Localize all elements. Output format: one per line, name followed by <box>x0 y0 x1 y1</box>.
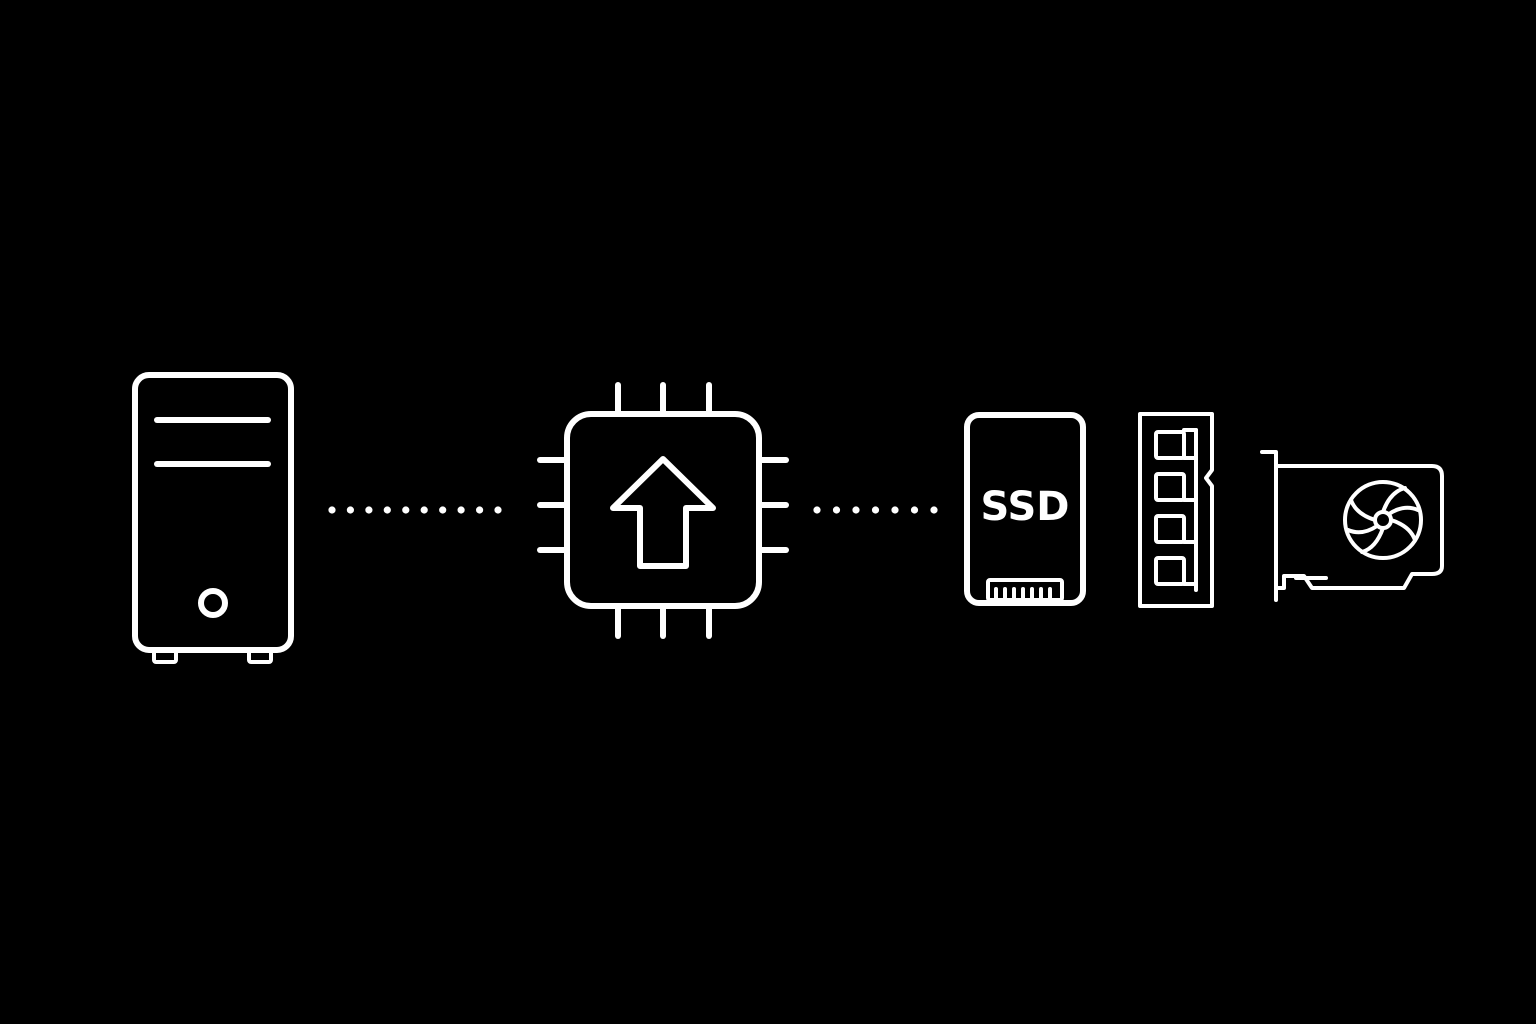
desktop-tower-icon <box>132 372 294 664</box>
connector-dot <box>328 506 336 514</box>
connector-dot <box>930 506 938 514</box>
connector-dot <box>476 506 484 514</box>
connector-dot <box>457 506 465 514</box>
connector-dot <box>813 506 821 514</box>
connector-dot <box>910 506 919 514</box>
cpu-upgrade-icon <box>537 382 789 639</box>
connector-dot <box>494 506 502 514</box>
connector-dot <box>439 506 447 514</box>
connector-dot <box>420 506 428 514</box>
connector-dot <box>383 506 391 514</box>
connector-dot <box>365 506 373 514</box>
ssd-icon: SSD <box>964 412 1086 606</box>
connector-dot <box>891 506 899 514</box>
graphics-card-icon <box>1260 450 1444 602</box>
dotted-connector-cpu-ssd <box>813 506 938 514</box>
connector-dot <box>871 506 880 514</box>
connector-dot <box>346 506 354 514</box>
connector-dot <box>852 506 860 514</box>
fan-icon <box>1343 480 1423 560</box>
connector-dot <box>832 506 841 514</box>
ssd-label: SSD <box>980 484 1069 530</box>
up-arrow-icon <box>610 456 716 569</box>
dotted-connector-pc-cpu <box>328 506 502 514</box>
ram-module-icon <box>1138 412 1214 608</box>
connector-dot <box>402 506 410 514</box>
